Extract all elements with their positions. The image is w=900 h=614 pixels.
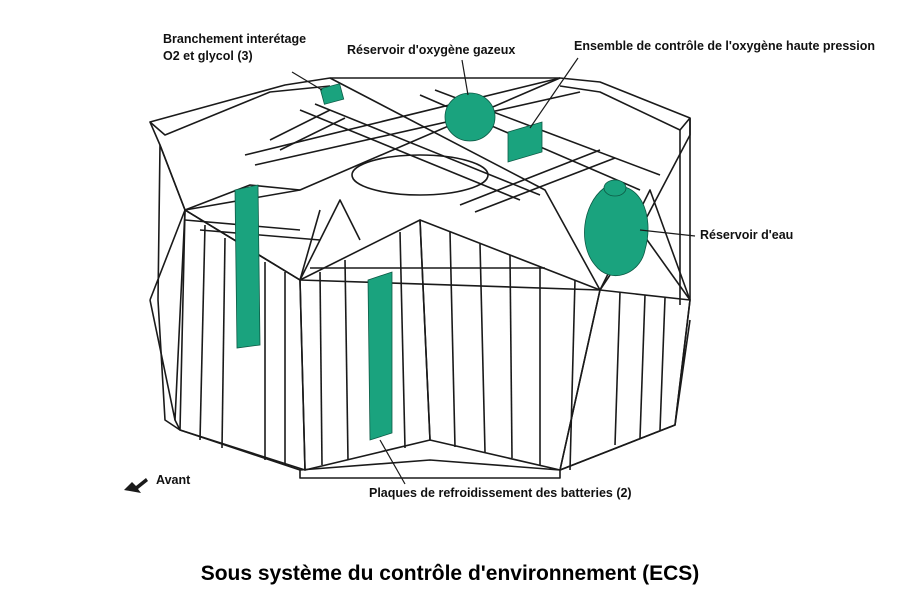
label-battery-plates: Plaques de refroidissement des batteries… bbox=[369, 486, 632, 500]
label-interstage-connection: Branchement interétage O2 et glycol (3) bbox=[163, 31, 306, 65]
interstage-connection-marker bbox=[319, 83, 345, 105]
label-forward: Avant bbox=[156, 473, 191, 487]
label-oxygen-tank: Réservoir d'oxygène gazeux bbox=[347, 43, 516, 57]
leader-lines bbox=[291, 57, 696, 485]
leader-hp-oxygen bbox=[529, 57, 579, 129]
water-tank bbox=[584, 185, 649, 276]
descent-stage-structure bbox=[149, 77, 691, 479]
label-interstage-line1: Branchement interétage bbox=[163, 32, 307, 46]
battery-cooling-plate-1 bbox=[234, 184, 261, 349]
label-water-tank: Réservoir d'eau bbox=[700, 228, 794, 242]
hp-oxygen-control-assembly bbox=[507, 121, 543, 163]
label-hp-oxygen-control: Ensemble de contrôle de l'oxygène haute … bbox=[574, 39, 875, 53]
ecs-components bbox=[234, 83, 649, 441]
leader-oxygen-tank bbox=[461, 59, 469, 96]
leader-water-tank bbox=[639, 229, 696, 237]
leader-interstage bbox=[291, 71, 323, 91]
leader-battery-plates bbox=[379, 439, 406, 485]
forward-arrow-icon bbox=[124, 478, 148, 493]
water-tank-cap bbox=[603, 179, 627, 197]
label-interstage-line2: O2 et glycol (3) bbox=[163, 49, 253, 63]
diagram-title: Sous système du contrôle d'environnement… bbox=[200, 562, 700, 585]
battery-cooling-plate-2 bbox=[367, 271, 393, 441]
gaseous-oxygen-tank bbox=[444, 92, 496, 142]
